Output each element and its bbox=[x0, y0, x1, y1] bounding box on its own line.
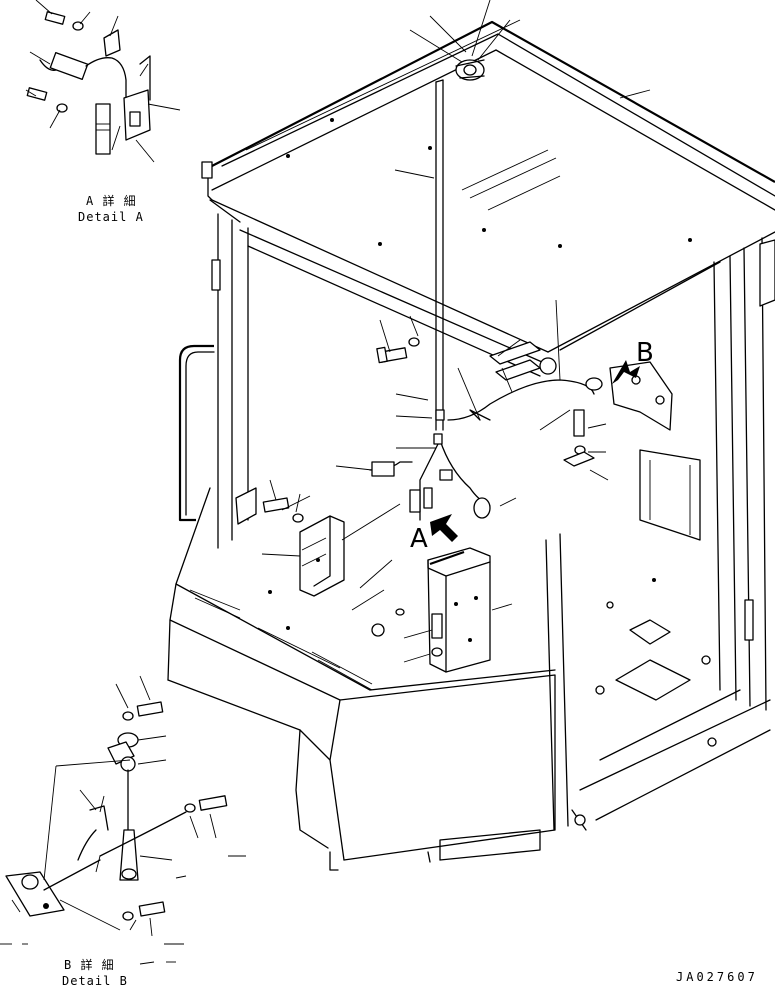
b-bracket-area bbox=[489, 239, 775, 431]
leader-lines bbox=[261, 89, 651, 663]
cab-body-lower bbox=[167, 487, 587, 871]
mount-bracket-panel bbox=[427, 547, 491, 673]
detail-b-title-en: Detail B bbox=[62, 974, 128, 988]
view-arrow-a bbox=[430, 514, 458, 542]
cab-roof bbox=[201, 19, 775, 353]
detail-a-title-en: Detail A bbox=[78, 210, 144, 224]
view-arrow-b bbox=[612, 360, 640, 384]
detail-a-title-jp: A 詳 細 bbox=[86, 194, 137, 208]
detail-a-inset bbox=[25, 0, 181, 163]
bolts bbox=[235, 337, 595, 657]
handrail bbox=[178, 344, 215, 522]
cab-frame bbox=[211, 213, 771, 831]
cab-floor bbox=[268, 118, 717, 826]
view-mark-a: A bbox=[410, 524, 428, 554]
antenna-rod bbox=[435, 79, 444, 431]
detail-b-title-jp: B 詳 細 bbox=[64, 958, 115, 972]
view-mark-b: B bbox=[636, 338, 654, 368]
detail-b-inset bbox=[0, 675, 246, 965]
roof-antenna-mount bbox=[409, 0, 511, 81]
radio-unit bbox=[299, 515, 345, 597]
drawing-number: JA027607 bbox=[676, 970, 758, 984]
wire-harness bbox=[369, 379, 595, 521]
